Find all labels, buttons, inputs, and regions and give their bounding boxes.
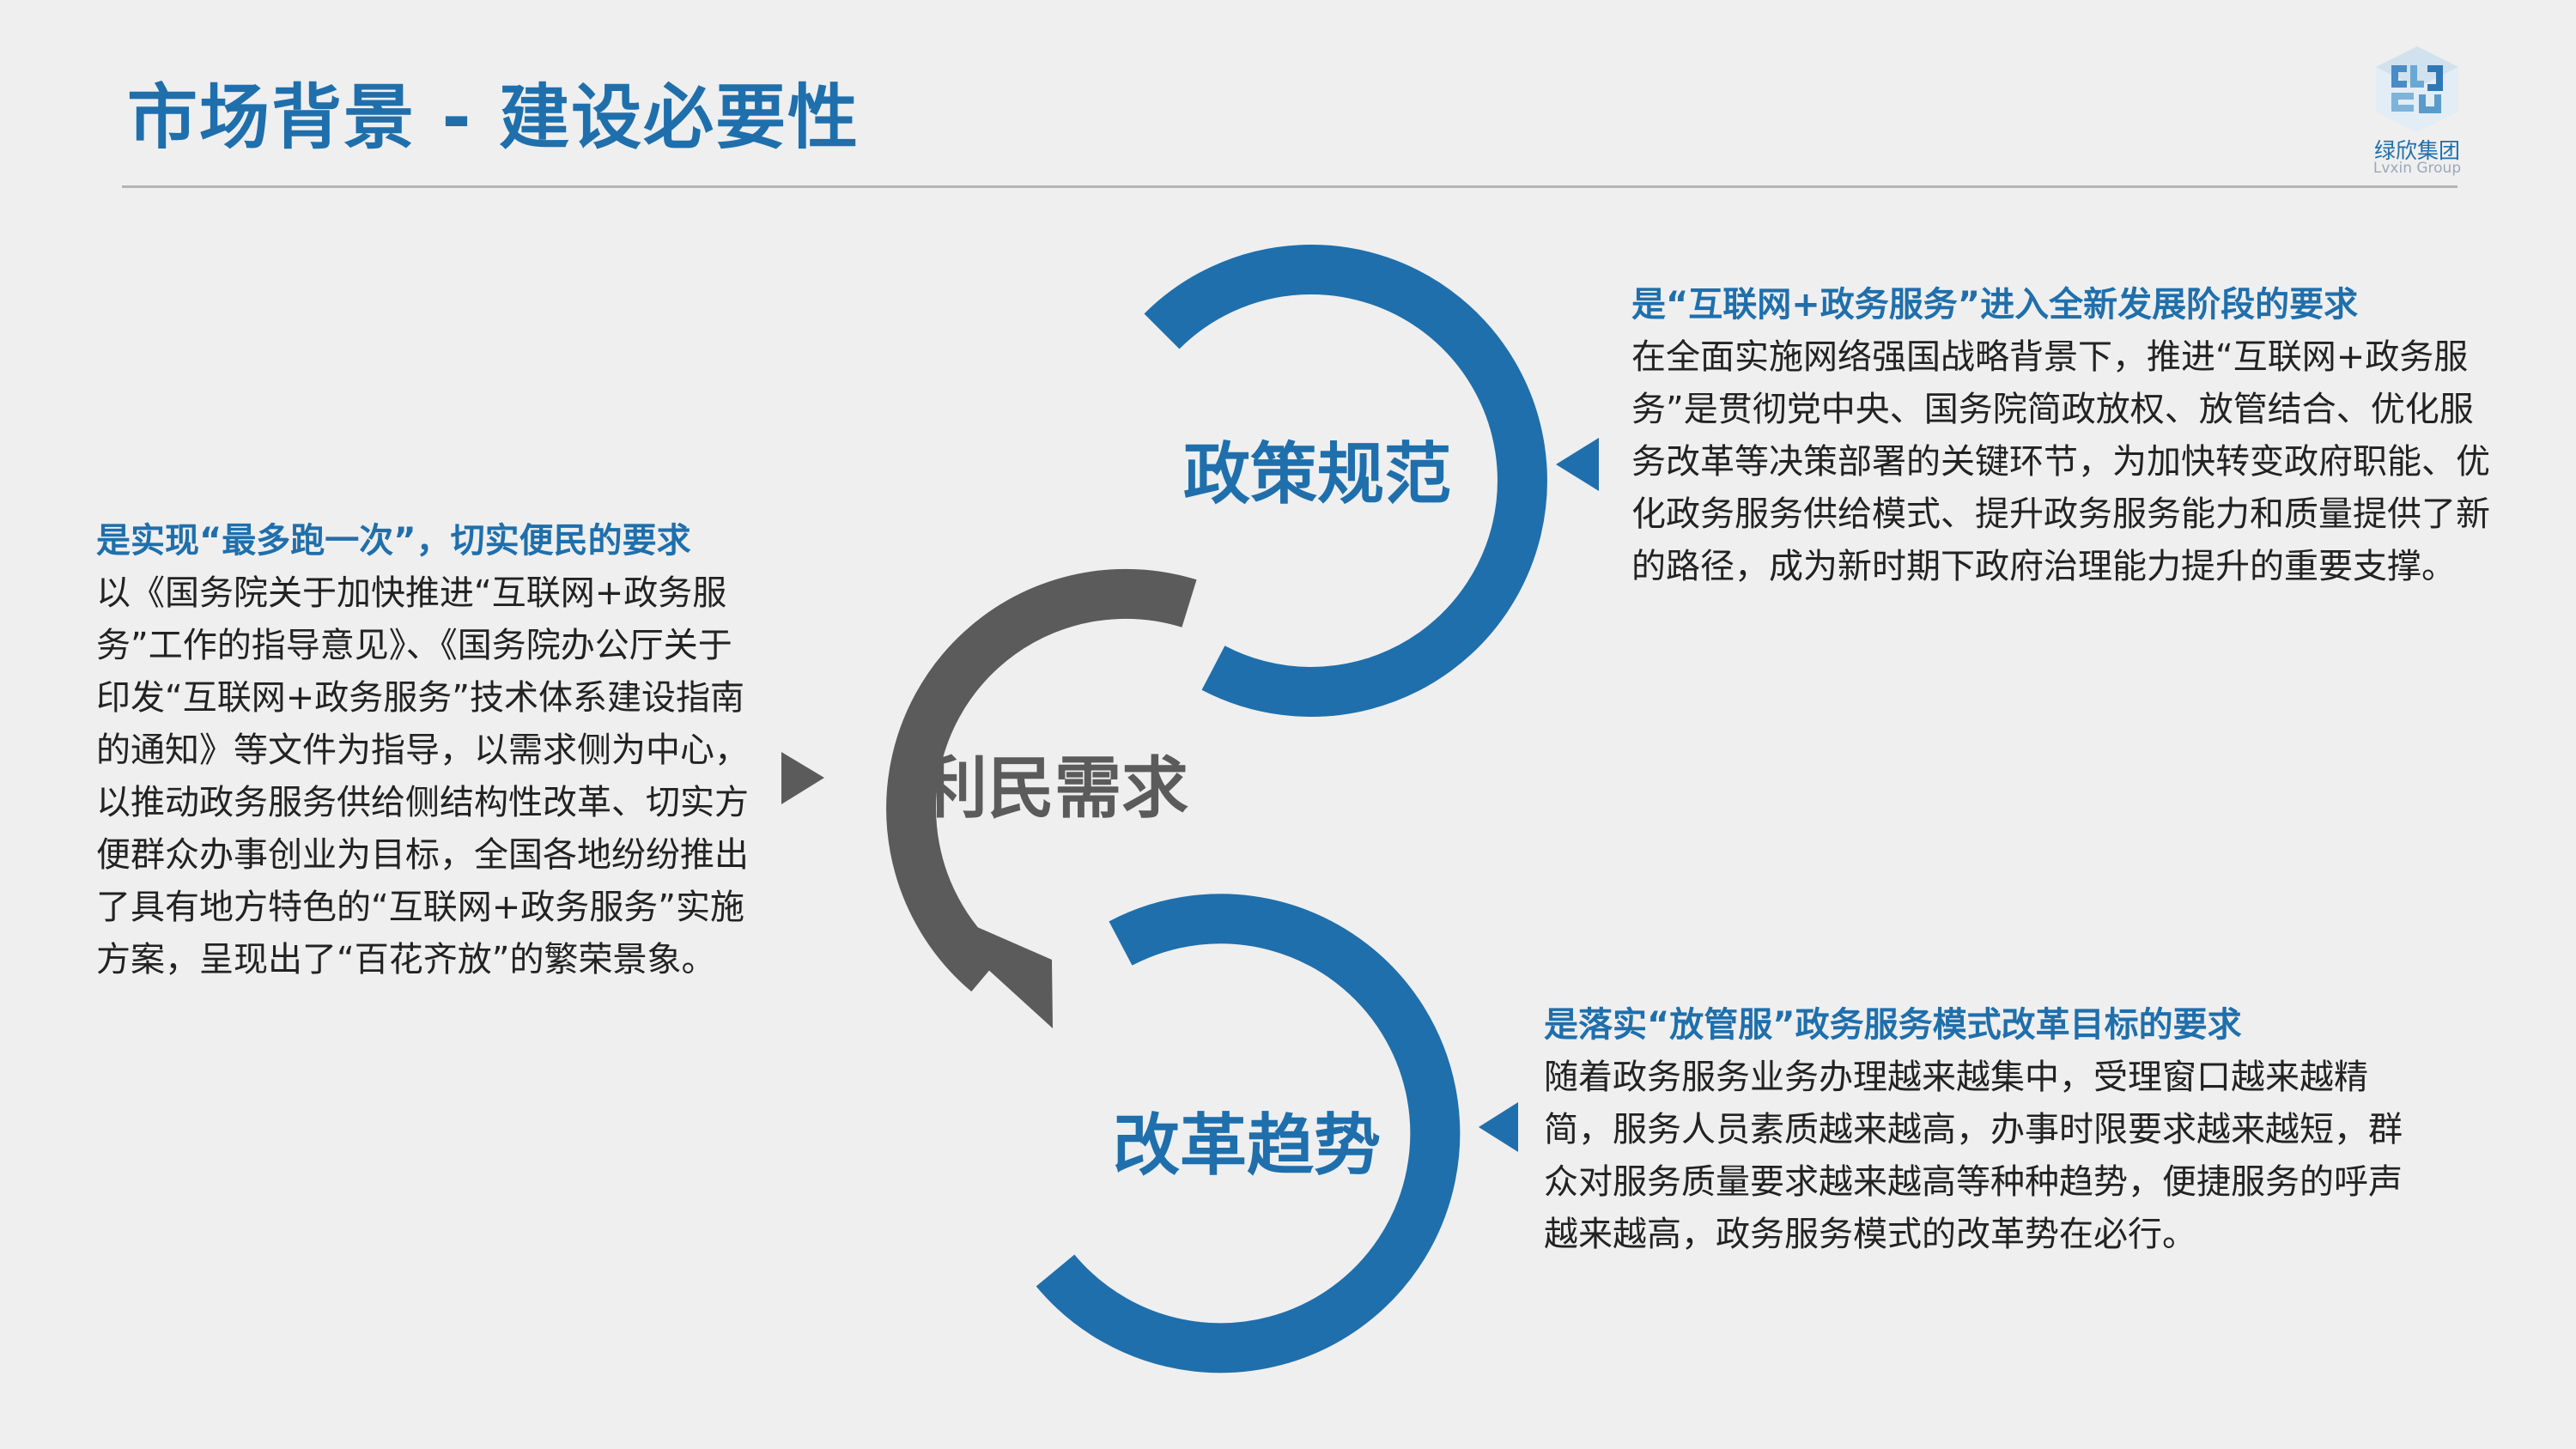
policy-label: 政策规范: [1183, 436, 1452, 513]
reform-text-block: 是落实“放管服”政务服务模式改革目标的要求 随着政务服务业务办理越来越集中，受理…: [1544, 999, 2403, 1261]
policy-body: 在全面实施网络强国战略背景下，推进“互联网+政务服务”是贯彻党中央、国务院简政放…: [1631, 337, 2490, 586]
title-divider: [122, 185, 2458, 188]
reform-pointer-icon: [1479, 1102, 1518, 1152]
people-pointer-icon: [781, 752, 824, 804]
company-logo: 绿欣集团 Lvxin Group: [2357, 41, 2477, 187]
logo-name: 绿欣集团: [2373, 138, 2460, 163]
reform-label: 改革趋势: [1113, 1107, 1382, 1185]
policy-text-block: 是“互联网+政务服务”进入全新发展阶段的要求 在全面实施网络强国战略背景下，推进…: [1631, 279, 2490, 593]
people-heading: 是实现“最多跑一次”，切实便民的要求: [96, 521, 691, 561]
people-body: 以《国务院关于加快推进“互联网+政务服务”工作的指导意见》、《国务院办公厅关于印…: [96, 573, 749, 979]
policy-pointer-icon: [1556, 438, 1599, 491]
policy-ring: [1144, 244, 1547, 717]
people-label: 利民需求: [920, 750, 1189, 828]
policy-heading: 是“互联网+政务服务”进入全新发展阶段的要求: [1631, 285, 2359, 324]
reform-body: 随着政务服务业务办理越来越集中，受理窗口越来越精简，服务人员素质越来越高，办事时…: [1544, 1058, 2403, 1254]
people-text-block: 是实现“最多跑一次”，切实便民的要求 以《国务院关于加快推进“互联网+政务服务”…: [96, 515, 749, 986]
reform-ring: [1036, 894, 1461, 1373]
reform-heading: 是落实“放管服”政务服务模式改革目标的要求: [1544, 1005, 2242, 1045]
people-ring: [886, 568, 1197, 992]
logo-subname: Lvxin Group: [2372, 160, 2462, 177]
logo-mark-icon: [2376, 46, 2458, 132]
page-title: 市场背景 - 建设必要性: [127, 77, 860, 159]
people-ring-arrowhead: [908, 897, 1053, 1028]
